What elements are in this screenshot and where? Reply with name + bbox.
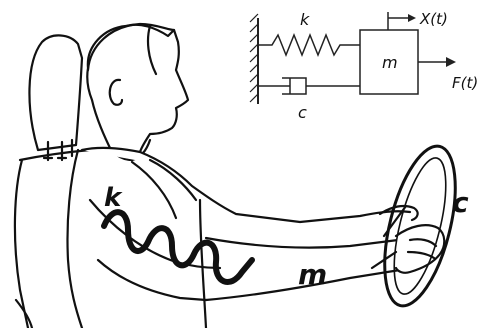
driver-hand: [394, 224, 446, 274]
schematic-damper-label: c: [298, 103, 307, 122]
driver-forearm: [204, 236, 400, 249]
schematic-spring-label: k: [300, 10, 310, 29]
steering-wheel-inner: [393, 157, 447, 295]
force-arrowhead: [446, 57, 456, 67]
driver-ear: [108, 78, 124, 106]
arm-spring: [101, 209, 255, 285]
seat-back: [13, 148, 92, 328]
schematic-spring: [258, 32, 360, 58]
driver-torso: [80, 146, 412, 224]
displacement-label: X(t): [419, 10, 448, 28]
mass-spring-damper-schematic: [249, 12, 456, 104]
steering-wheel-rim: [383, 144, 457, 308]
schematic-mass-box: [359, 29, 419, 95]
driver-hair: [86, 22, 176, 76]
figure-damper-label: c: [452, 186, 469, 219]
schematic-damper: [258, 77, 360, 95]
displacement-arrowhead: [408, 14, 416, 22]
seat-headrest: [28, 34, 84, 152]
schematic-mass-label: m: [382, 53, 398, 72]
driver-head: [86, 23, 190, 154]
schematic-wall-hatching: [249, 13, 259, 103]
steering-column: [370, 204, 408, 270]
driver-illustration: [13, 22, 457, 328]
figure-mass-label: m: [298, 258, 327, 291]
force-label: F(t): [452, 74, 478, 92]
figure-spring-label: k: [104, 183, 123, 213]
